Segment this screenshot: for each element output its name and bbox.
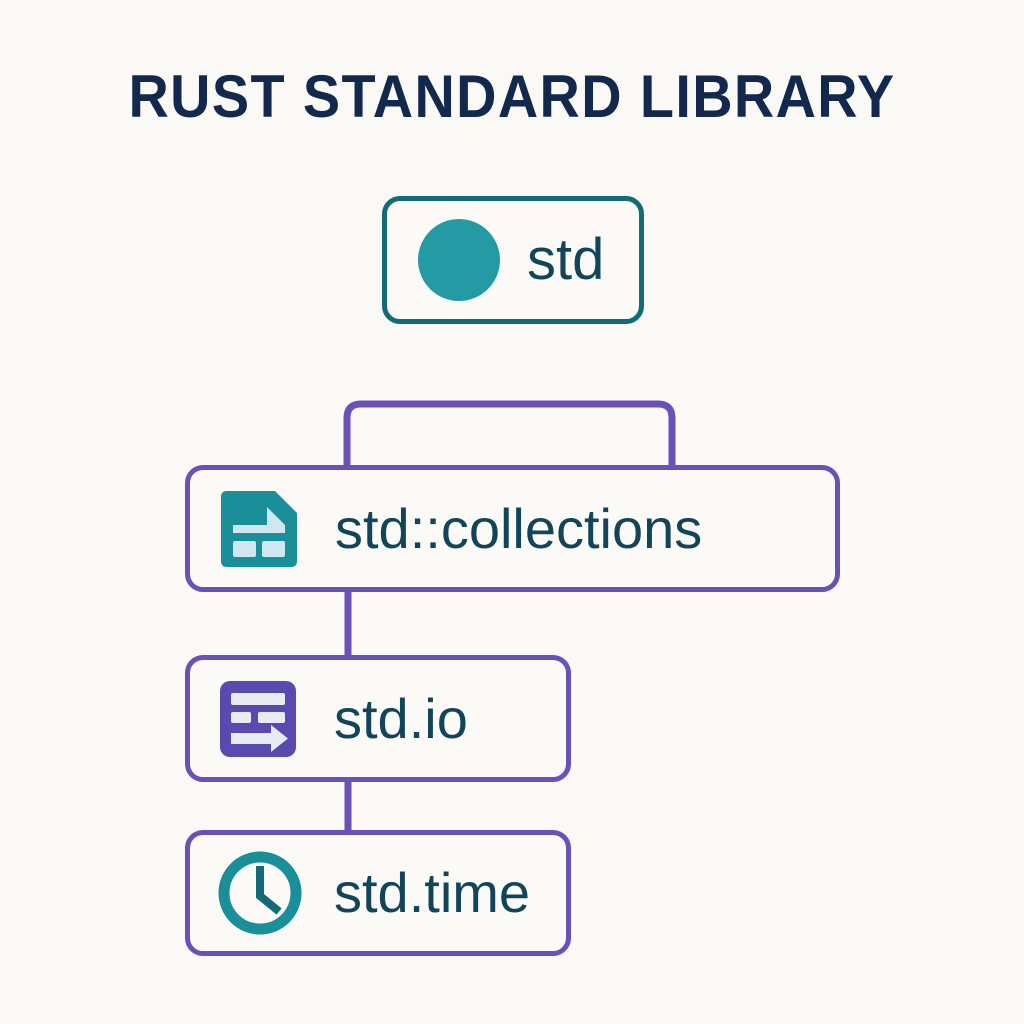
node-std-label: std bbox=[527, 227, 605, 292]
list-arrow-icon bbox=[218, 679, 298, 759]
page-title: RUST STANDARD LIBRARY bbox=[128, 63, 896, 130]
node-std-time[interactable]: std.time bbox=[185, 830, 571, 956]
node-std-io[interactable]: std.io bbox=[185, 655, 571, 782]
node-std-time-label: std.time bbox=[334, 861, 531, 924]
node-std-io-label: std.io bbox=[334, 686, 468, 750]
node-std-collections-label: std::collections bbox=[335, 496, 703, 560]
filled-circle-icon bbox=[415, 216, 503, 304]
edge-std-to-collections-bracket bbox=[343, 400, 676, 465]
node-std[interactable]: std bbox=[382, 196, 644, 324]
document-blocks-icon bbox=[217, 487, 301, 571]
clock-icon bbox=[218, 851, 302, 935]
node-std-collections[interactable]: std::collections bbox=[185, 465, 840, 592]
